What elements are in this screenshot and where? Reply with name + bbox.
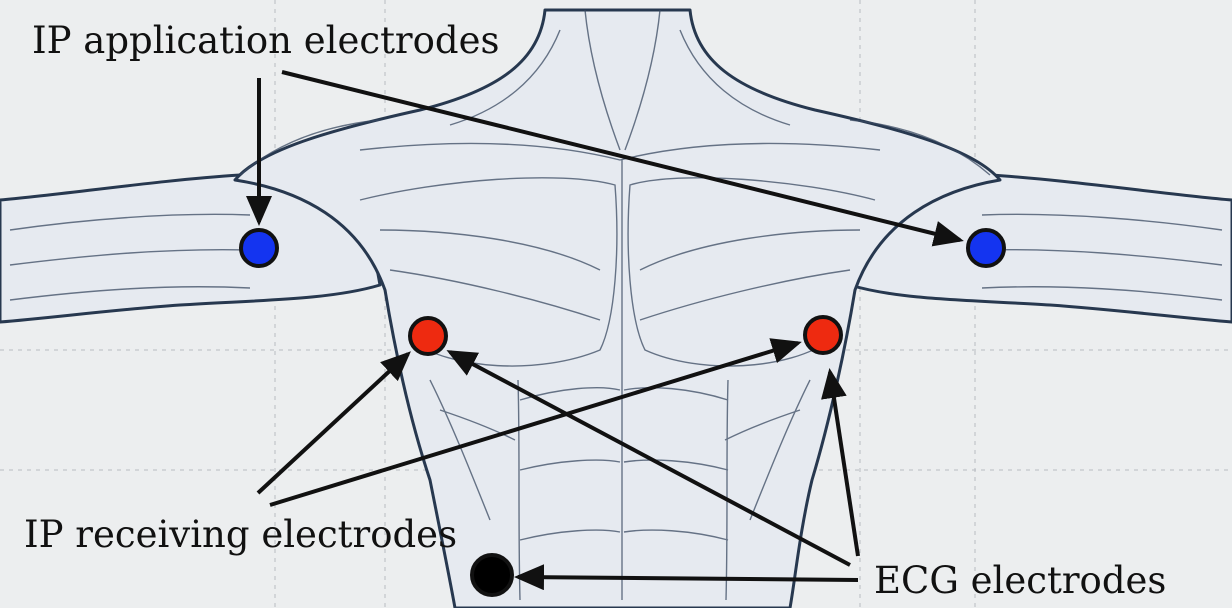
- ip-application-electrode-right: [968, 230, 1004, 266]
- arrow-ecg-right: [830, 372, 858, 556]
- ip-application-electrode-left: [241, 230, 277, 266]
- ecg-ground-electrode: [472, 555, 512, 595]
- ip-receiving-electrode-left: [410, 318, 446, 354]
- ip-application-electrodes-label: IP application electrodes: [32, 22, 499, 59]
- ip-receiving-electrode-right: [805, 317, 841, 353]
- ip-receiving-electrodes-label: IP receiving electrodes: [24, 516, 457, 553]
- ecg-electrodes-label: ECG electrodes: [874, 562, 1166, 599]
